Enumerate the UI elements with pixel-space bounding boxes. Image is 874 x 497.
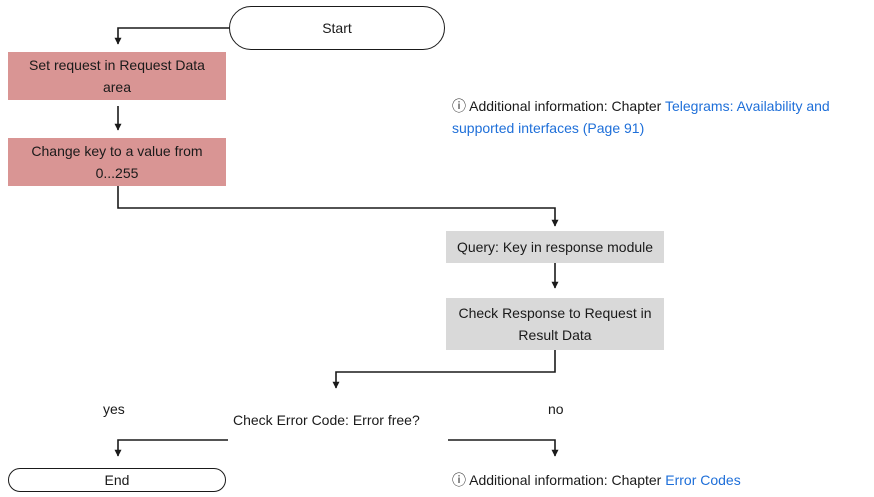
step-change-key-label: Change key to a value from 0...255 — [31, 143, 203, 181]
step-query: Query: Key in response module — [446, 231, 664, 263]
error-codes-note: ⓘ Additional information: Chapter Error … — [452, 469, 741, 491]
start-terminal: Start — [229, 6, 445, 50]
arrow-check-response-to-decision — [332, 350, 556, 389]
step-check-response: Check Response to Request in Result Data — [446, 298, 664, 350]
info-icon: ⓘ — [452, 98, 466, 114]
start-label: Start — [322, 20, 352, 36]
end-terminal: End — [8, 468, 226, 492]
step-set-request: Set request in Request Data area — [8, 52, 226, 100]
telegrams-note: ⓘ Additional information: Chapter Telegr… — [452, 95, 872, 139]
step-set-request-label: Set request in Request Data area — [29, 57, 205, 95]
step-change-key: Change key to a value from 0...255 — [8, 138, 226, 186]
error-codes-link[interactable]: Error Codes — [665, 472, 741, 488]
end-label: End — [104, 472, 130, 488]
telegrams-note-prefix: Additional information: Chapter — [469, 98, 662, 114]
arrow-decision-yes — [114, 439, 228, 457]
step-query-label: Query: Key in response module — [456, 239, 654, 255]
error-codes-note-prefix: Additional information: Chapter — [469, 472, 662, 488]
arrow-start-to-set-request — [114, 27, 229, 45]
branch-no-label: no — [548, 401, 564, 417]
telegrams-chapter-link[interactable]: Telegrams: Availability and supported in… — [452, 98, 830, 136]
branch-yes-label: yes — [103, 401, 125, 417]
step-check-response-label: Check Response to Request in Result Data — [458, 305, 652, 343]
arrow-decision-no — [448, 439, 559, 457]
info-icon: ⓘ — [452, 472, 466, 488]
decision-label: Check Error Code: Error free? — [233, 412, 420, 428]
arrow-change-key-to-query — [117, 186, 559, 227]
